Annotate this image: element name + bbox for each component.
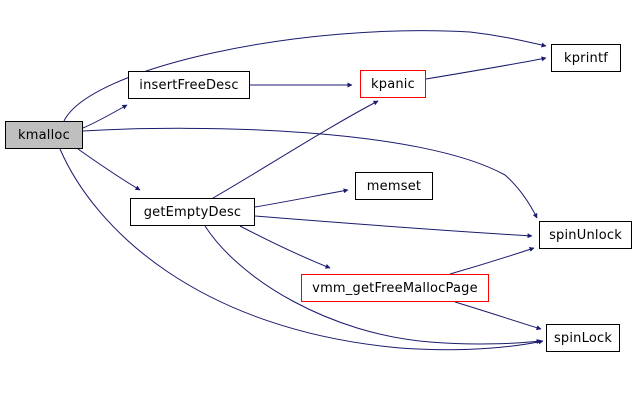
graph-node-label: kprintf (563, 50, 609, 66)
graph-node-kpanic[interactable]: kpanic (360, 70, 426, 98)
graph-node-label: insertFreeDesc (139, 77, 239, 93)
graph-node-label: vmm_getFreeMallocPage (312, 280, 478, 296)
graph-node-kmalloc[interactable]: kmalloc (5, 121, 83, 149)
graph-node-label: memset (366, 178, 422, 194)
graph-node-label: kmalloc (18, 127, 70, 143)
graph-node-label: getEmptyDesc (143, 204, 242, 220)
graph-node-memset[interactable]: memset (355, 172, 433, 200)
graph-node-kprintf[interactable]: kprintf (551, 44, 621, 72)
graph-node-insertFreeDesc[interactable]: insertFreeDesc (128, 71, 250, 99)
graph-node-vmm_getFreeMallocPage[interactable]: vmm_getFreeMallocPage (301, 274, 489, 302)
graph-node-label: spinUnlock (549, 227, 622, 243)
graph-node-getEmptyDesc[interactable]: getEmptyDesc (130, 198, 255, 226)
graph-node-spinLock[interactable]: spinLock (546, 324, 620, 352)
graph-node-label: spinLock (553, 330, 613, 346)
graph-node-spinUnlock[interactable]: spinUnlock (539, 221, 632, 249)
graph-node-label: kpanic (371, 76, 415, 92)
